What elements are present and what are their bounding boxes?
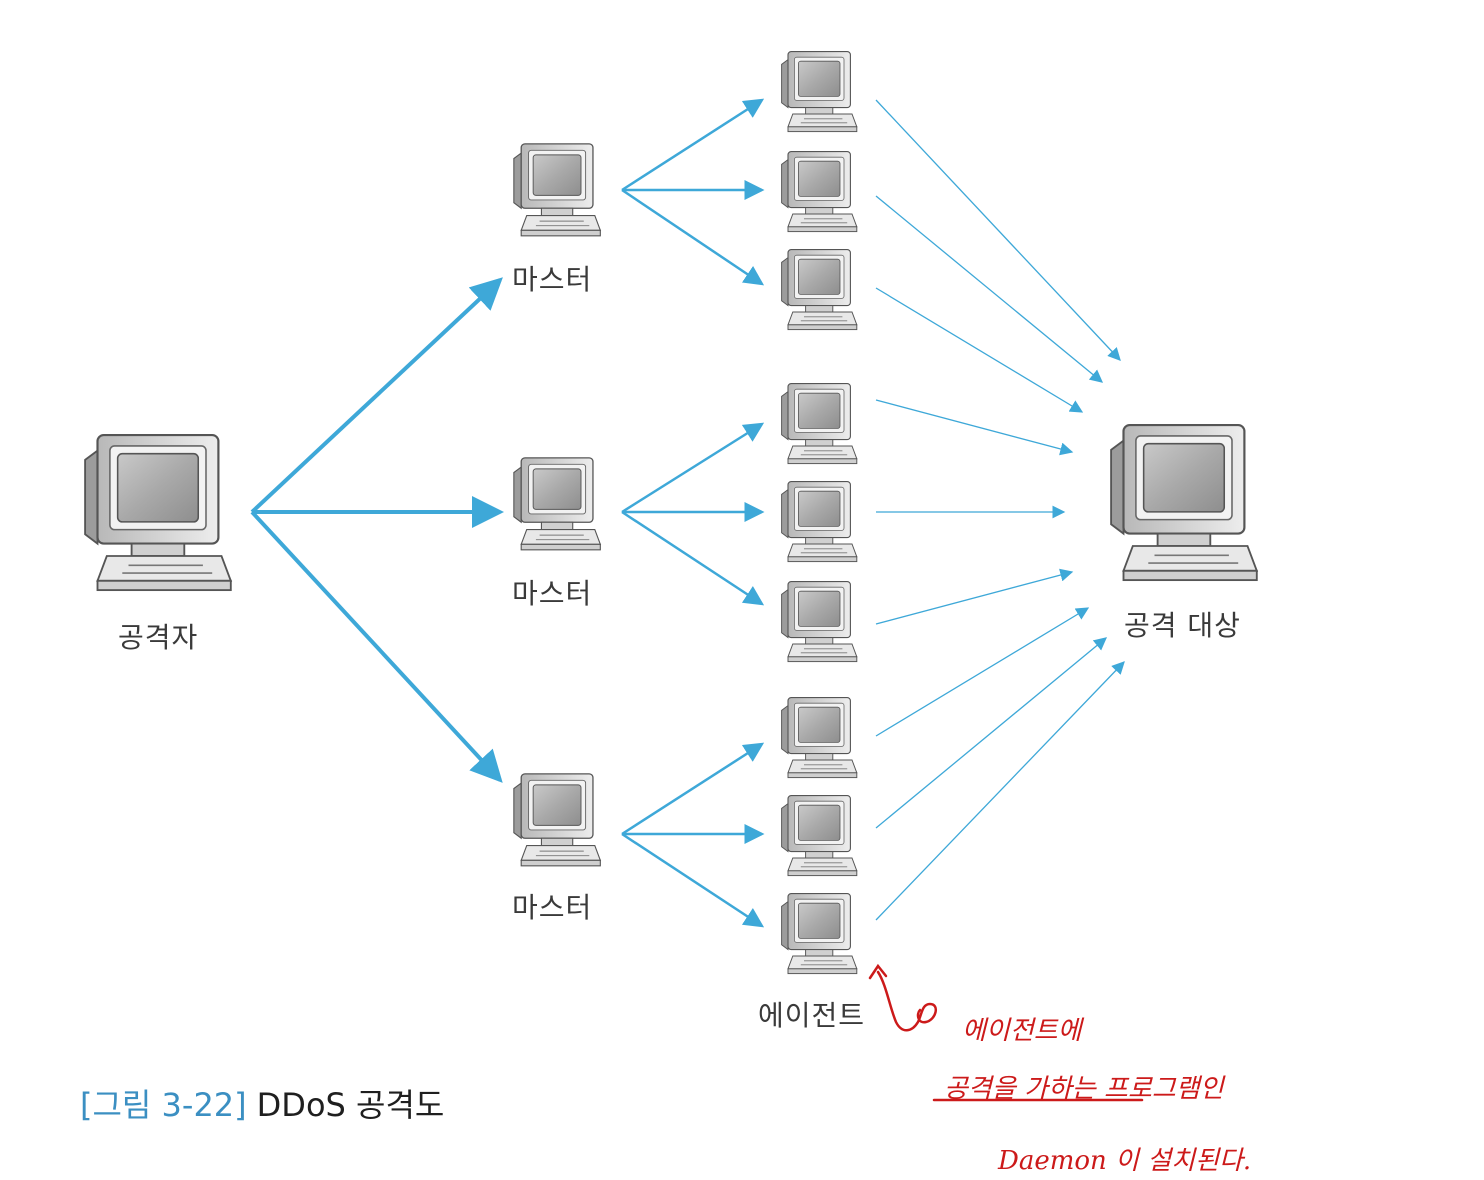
agent-computer-icon xyxy=(781,481,858,563)
arrow-master2-agent6 xyxy=(621,510,765,606)
attacker-to-master-arrows xyxy=(250,277,504,783)
agent-computer-icon xyxy=(781,697,858,779)
arrow-master3-agent7 xyxy=(621,742,765,836)
handwritten-pointer xyxy=(868,963,1144,1102)
agent-computer-icon xyxy=(781,51,858,133)
figure-caption: [그림 3-22]DDoS 공격도 xyxy=(80,1080,444,1126)
handwritten-note-line2: 공격을 가하는 프로그램인 xyxy=(944,1074,1224,1104)
arrow-agent4-target xyxy=(875,399,1074,456)
master-label: 마스터 xyxy=(512,263,593,296)
master-to-agent-arrows xyxy=(621,98,765,928)
arrow-agent2-target xyxy=(875,195,1104,383)
agent-computer-icon xyxy=(781,795,858,877)
arrow-agent1-target xyxy=(875,99,1121,361)
target-label: 공격 대상 xyxy=(1124,609,1241,642)
arrow-attacker-master-1 xyxy=(250,277,503,514)
arrow-agent7-target xyxy=(875,607,1090,737)
figure-number: [그림 3-22] xyxy=(80,1086,247,1124)
arrow-master1-agent1 xyxy=(621,98,765,192)
agent-computer-icon xyxy=(781,151,858,233)
agent-computer-icon xyxy=(781,383,858,465)
master-label: 마스터 xyxy=(512,577,593,610)
arrow-agent9-target xyxy=(875,661,1125,921)
arrow-attacker-master-3 xyxy=(250,510,503,783)
master-computer-icon xyxy=(513,457,601,551)
arrow-agent3-target xyxy=(875,287,1084,413)
arrow-master2-agent4 xyxy=(621,422,765,514)
master-label: 마스터 xyxy=(512,891,593,924)
agent-computer-icon xyxy=(781,893,858,975)
handwritten-note-line1: 에이전트에 xyxy=(962,1016,1082,1046)
arrow-master3-agent9 xyxy=(621,832,765,928)
attacker-computer-icon xyxy=(84,434,232,592)
figure-title: DDoS 공격도 xyxy=(256,1086,445,1124)
target-computer-icon xyxy=(1110,424,1258,582)
arrow-agent8-target xyxy=(875,637,1108,829)
arrow-agent6-target xyxy=(875,568,1074,625)
attacker-label: 공격자 xyxy=(118,621,199,654)
agent-label: 에이전트 xyxy=(758,999,866,1032)
master-computer-icon xyxy=(513,143,601,237)
master-computer-icon xyxy=(513,773,601,867)
agent-computer-icon xyxy=(781,249,858,331)
arrow-master1-agent3 xyxy=(621,188,765,286)
agent-to-target-arrows xyxy=(875,99,1125,921)
handwritten-note-line3: Daemon 이 설치된다. xyxy=(998,1146,1252,1176)
agent-computer-icon xyxy=(781,581,858,663)
